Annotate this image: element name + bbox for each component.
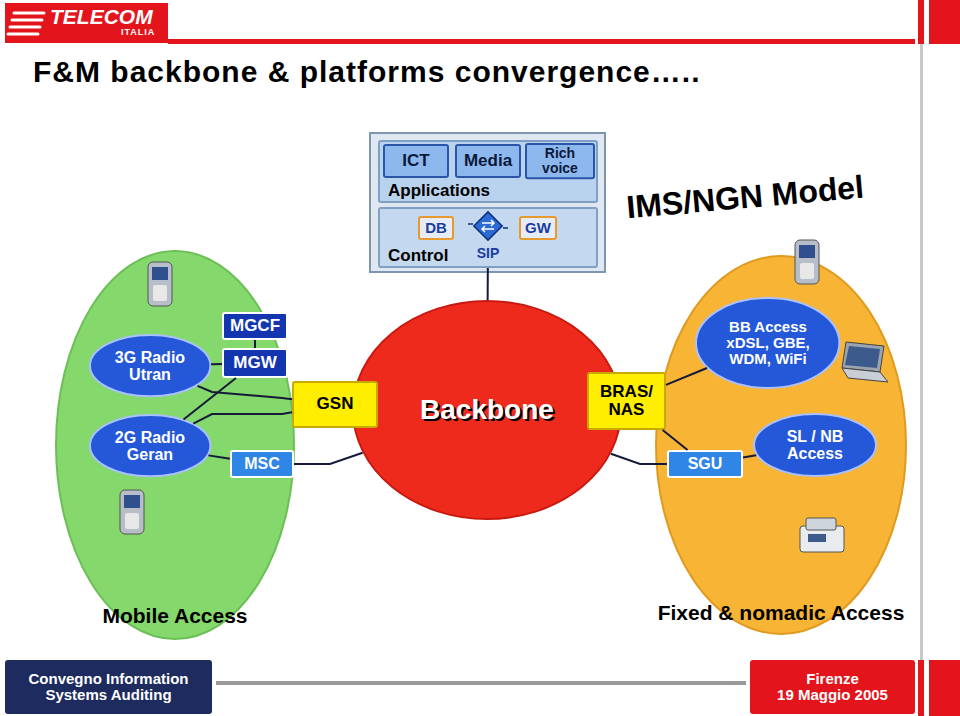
box-fill	[520, 217, 556, 239]
ellipse-fill	[754, 414, 876, 476]
phone-icon	[120, 490, 144, 534]
box-fill	[231, 451, 293, 477]
box-fill	[668, 451, 742, 477]
node-text: MGCF	[230, 317, 280, 335]
node-text: SGU	[688, 455, 723, 472]
node-text: 3G Radio Utran	[109, 349, 191, 384]
corner-block	[929, 660, 960, 716]
access-region: Fixed & nomadic Access BB Access xDSL, GB…	[655, 255, 907, 635]
box-fill	[751, 661, 914, 713]
node-text: Mobile Access	[102, 605, 247, 628]
node-text: Backbone	[420, 395, 554, 425]
node-text: BB Access xDSL, GBE, WDM, WiFi	[715, 319, 820, 368]
label-holder: IMS/NGN Model	[625, 170, 865, 225]
platform-frame	[370, 133, 605, 272]
node-text: SIP	[477, 246, 500, 261]
box-fill	[223, 349, 287, 377]
application-box: Media	[455, 144, 521, 178]
side-rule	[920, 44, 923, 660]
box-fill	[223, 313, 287, 339]
sip-switch: SIP	[468, 210, 508, 262]
node-text: 19 Maggio 2005	[777, 687, 888, 703]
box-fill	[379, 141, 597, 202]
gateway-box: BRAS/ NAS	[587, 372, 666, 430]
box-fill	[526, 144, 594, 178]
node-text: MGW	[233, 354, 276, 372]
control-layer: Control DB SIP GW	[378, 207, 598, 268]
connector-line	[211, 363, 222, 365]
phone-icon	[148, 262, 172, 306]
application-layer: Applications ICT Media Rich voice	[378, 140, 598, 203]
node-text: Media	[464, 152, 512, 170]
box-fill	[419, 217, 453, 239]
access-region: Mobile Access 3G Radio Utran MGCF MGW 2G Rad…	[55, 250, 295, 640]
node-text: GSN	[317, 395, 354, 413]
switch-icon	[468, 212, 508, 240]
ellipse-fill	[90, 415, 210, 476]
access-region-outline	[655, 255, 907, 635]
title-holder: F&M backbone & platforms convergence…..	[33, 56, 700, 88]
node-text: Fixed & nomadic Access	[658, 602, 905, 625]
ellipse-fill	[90, 335, 210, 396]
node-text: Rich voice	[531, 146, 589, 176]
box-fill	[384, 145, 448, 177]
corner-block	[918, 660, 924, 716]
node-text: GW	[525, 220, 551, 236]
box-fill	[293, 382, 377, 427]
box-fill	[456, 145, 520, 177]
control-box: GW	[519, 216, 557, 240]
model-label: IMS/NGN Model	[625, 170, 865, 225]
node-text: Firenze	[806, 671, 859, 687]
footer-date: Firenze19 Maggio 2005	[750, 660, 915, 714]
box-fill	[379, 208, 597, 267]
node-text: DB	[425, 220, 447, 236]
node-text: ICT	[402, 152, 429, 170]
node-text: 2G Radio Geran	[109, 429, 191, 464]
label-holder: ITALIA	[121, 28, 155, 38]
box-fill	[588, 373, 665, 429]
phone-icon	[795, 240, 819, 284]
footer-rule	[216, 681, 746, 685]
connector-line	[294, 453, 363, 464]
corner-block	[929, 0, 960, 44]
network-element: SGU	[667, 450, 743, 478]
ellipse-fill	[353, 301, 621, 519]
ellipse-fill	[696, 298, 839, 388]
node-text: Control	[388, 247, 448, 265]
corner-block	[918, 0, 924, 44]
narrowband-access: SL / NB Access	[753, 413, 877, 477]
logo-plate	[5, 3, 168, 43]
ellipse-fill	[656, 256, 906, 634]
radio-access: 3G Radio Utran	[89, 334, 211, 397]
network-element: MGW	[222, 348, 288, 378]
laptop-icon	[842, 342, 888, 382]
slide-title: F&M backbone & platforms convergence…..	[33, 56, 700, 88]
logo-stripes	[8, 13, 44, 34]
logo-wordmark: TELECOM	[50, 6, 153, 29]
node-text: Applications	[388, 182, 490, 200]
connector-line	[487, 268, 489, 300]
connector-line	[254, 340, 256, 348]
node-text: BRAS/ NAS	[596, 383, 658, 420]
application-box: ICT	[383, 144, 449, 178]
ellipse-fill	[56, 251, 294, 639]
header-rule	[168, 39, 915, 44]
network-element: MGCF	[222, 312, 288, 340]
broadband-access: BB Access xDSL, GBE, WDM, WiFi	[695, 297, 840, 389]
network-element: MSC	[230, 450, 294, 478]
application-box: Rich voice	[525, 143, 595, 179]
control-box: DB	[418, 216, 454, 240]
label-holder: TELECOM	[50, 6, 153, 29]
node-text: Convegno Information Systems Auditing	[11, 671, 206, 703]
node-text: SL / NB Access	[778, 428, 852, 463]
footer-event: Convegno Information Systems Auditing	[5, 660, 212, 714]
backbone-core: Backbone	[352, 300, 622, 520]
radio-access: 2G Radio Geran	[89, 414, 211, 477]
box-fill	[6, 661, 211, 713]
gateway-box: GSN	[292, 381, 378, 428]
node-text: MSC	[244, 455, 280, 472]
logo-subtitle: ITALIA	[121, 28, 155, 38]
